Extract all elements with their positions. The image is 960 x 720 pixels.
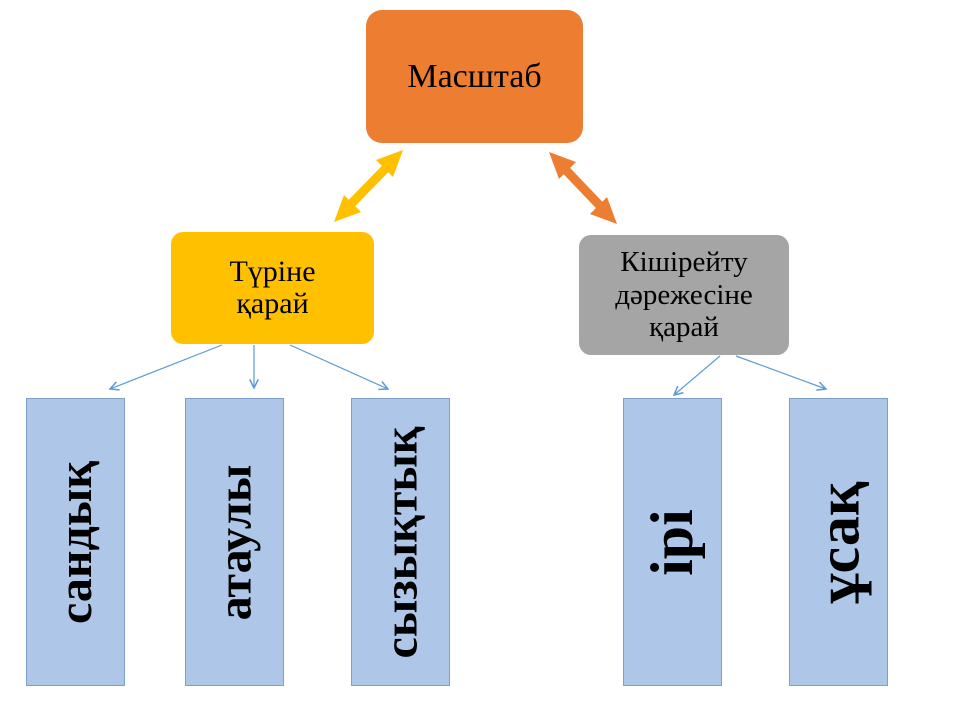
branch-reduction-label-line-3: қарай: [649, 311, 719, 344]
leaf-label: ұсақ: [805, 481, 871, 603]
branch-type-label-line-2: қарай: [236, 287, 309, 320]
leaf-node-syzyqtyq: сызықтық: [351, 398, 450, 686]
branch-reduction-label-line-1: Кішірейту: [620, 246, 748, 279]
root-label: Масштаб: [407, 57, 542, 95]
branch-reduction-label-line-2: дәрежесіне: [615, 278, 753, 311]
root-node: Масштаб: [366, 10, 583, 143]
connector-left-leaf-3: [289, 344, 388, 389]
branch-type-label-line-1: Түріне: [229, 254, 316, 288]
leaf-node-iri: ірі: [623, 398, 722, 686]
connector-right-leaf-1: [674, 355, 721, 395]
leaf-node-ataluly: атаулы: [185, 398, 284, 686]
leaf-label: сандық: [49, 460, 102, 624]
leaf-label: сызықтық: [374, 426, 428, 658]
double-arrow-root-left: [334, 150, 403, 222]
branch-node-reduction: Кішірейту дәрежесіне қарай: [579, 235, 789, 355]
connector-left-leaf-1: [110, 344, 223, 389]
leaf-node-sandyq: сандық: [26, 398, 125, 686]
leaf-node-usaq: ұсақ: [789, 398, 888, 686]
branch-node-type: Түріне қарай: [171, 232, 374, 344]
connector-right-leaf-2: [735, 355, 826, 389]
double-arrow-root-right: [549, 152, 617, 224]
leaf-label: ірі: [639, 508, 705, 576]
leaf-label: атаулы: [208, 464, 262, 620]
